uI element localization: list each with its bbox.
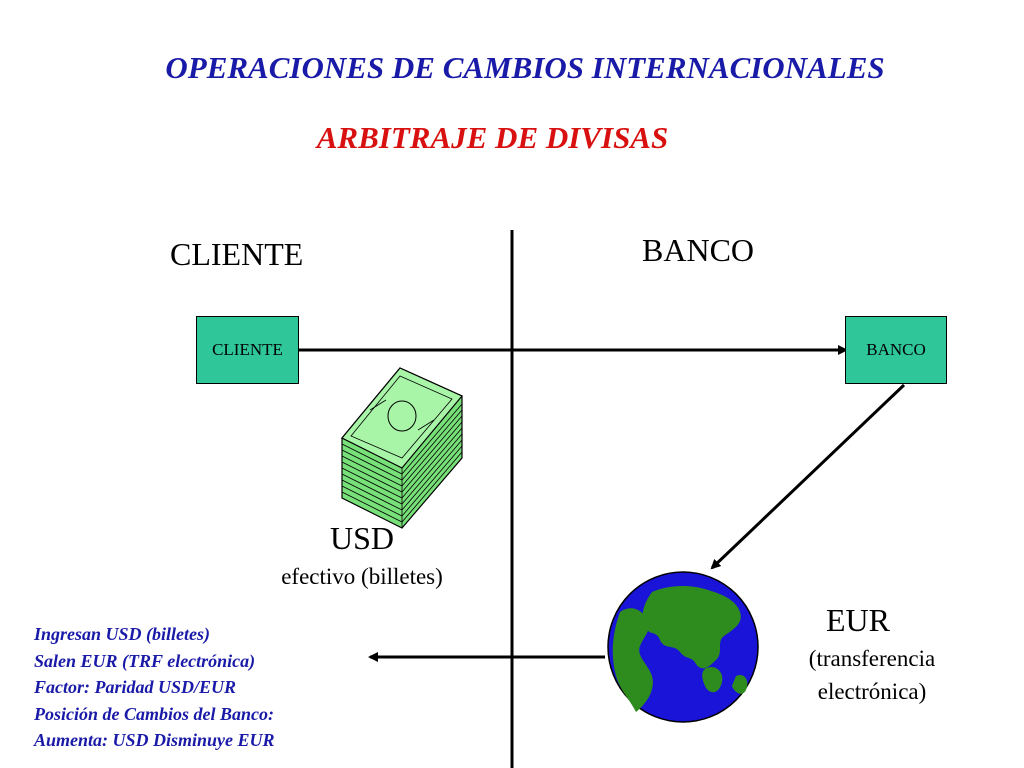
banco-box-label: BANCO [866, 340, 926, 359]
note-item: Salen EUR (TRF electrónica) [34, 650, 256, 671]
banco-heading: BANCO [642, 232, 755, 268]
note-item: Posición de Cambios del Banco: [34, 703, 274, 724]
usd-label: USD [329, 520, 394, 556]
note-item: Ingresan USD (billetes) [34, 624, 211, 644]
cliente-heading: CLIENTE [170, 236, 304, 272]
banco-box: BANCO [845, 316, 947, 384]
page-title: OPERACIONES DE CAMBIOS INTERNACIONALES [165, 50, 885, 85]
banco-to-globe-arrow [710, 383, 906, 570]
eur-description-line2: electrónica) [817, 679, 927, 704]
eur-description-line1: (transferencia [808, 646, 936, 671]
usd-description: efectivo (billetes) [281, 564, 443, 589]
globe-icon [607, 571, 759, 723]
cliente-box: CLIENTE [196, 316, 299, 384]
cliente-box-label: CLIENTE [212, 340, 283, 359]
note-item: Aumenta: USD Disminuye EUR [34, 730, 275, 750]
page-subtitle: ARBITRAJE DE DIVISAS [316, 120, 669, 155]
notes-list: Ingresan USD (billetes) Salen EUR (TRF e… [34, 621, 275, 754]
note-item: Factor: Paridad USD/EUR [34, 677, 237, 697]
banknote-stack-icon [341, 367, 463, 529]
eur-label: EUR [826, 602, 890, 638]
